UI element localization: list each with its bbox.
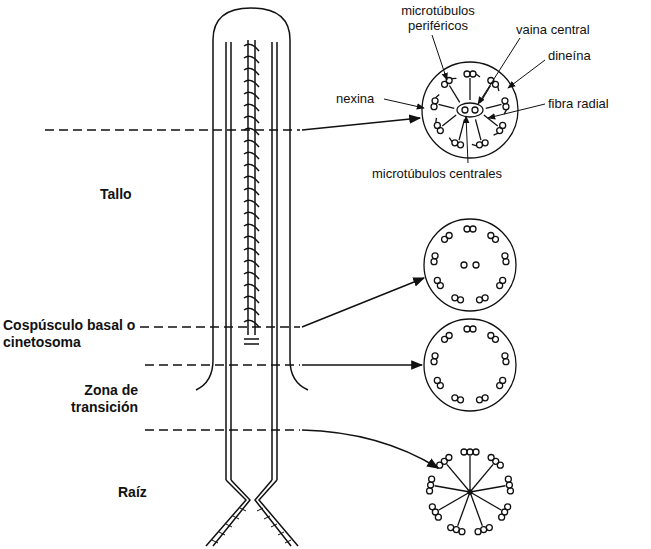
part-label: microtúbulos periféricos (388, 3, 488, 33)
cilium-drawing (196, 8, 308, 546)
region-label: Cospúsculo basal o cinetosoma (3, 317, 137, 351)
membrane (196, 8, 308, 390)
region-label: Tallo (100, 186, 160, 203)
part-label: fibra radial (548, 96, 643, 111)
section-planes (45, 130, 300, 430)
root (206, 480, 298, 546)
part-label: nexina (336, 91, 384, 106)
part-label: microtúbulos centrales (372, 166, 572, 181)
part-label: vaina central (516, 22, 616, 37)
region-label: Zona de transición (30, 382, 138, 416)
part-label: dineína (548, 48, 628, 63)
root-hatching (212, 508, 291, 543)
central-pair (248, 40, 255, 335)
central-sheath-spiral (244, 44, 259, 327)
cross-sections (422, 62, 518, 535)
region-label: Raíz (118, 484, 178, 501)
leader-lines (384, 35, 545, 163)
peripheral-doublets (226, 42, 277, 480)
basal-plate (244, 339, 259, 344)
